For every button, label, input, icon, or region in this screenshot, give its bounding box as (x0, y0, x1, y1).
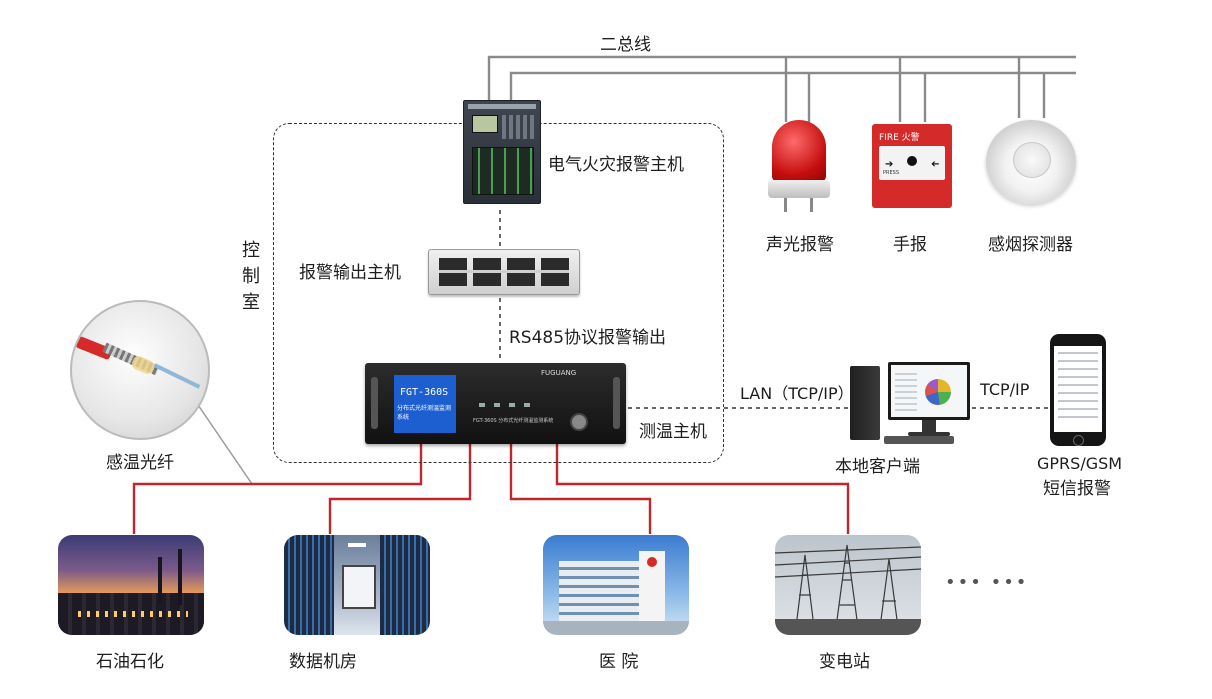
fire-alarm-host-icon (463, 100, 541, 204)
datacenter-label: 数据机房 (289, 652, 357, 672)
alarm-output-host-label: 报警输出主机 (299, 263, 401, 283)
gprs-label-line1: GPRS/GSM (1037, 454, 1123, 473)
petrochem-photo (58, 535, 204, 635)
local-client-pc-icon (850, 362, 972, 446)
datacenter-photo (284, 535, 430, 635)
fiber-label: 感温光纤 (106, 453, 174, 473)
tcpip-label: TCP/IP (980, 380, 1030, 399)
fire-host-label: 电气火灾报警主机 (548, 155, 684, 175)
smoke-detector-icon (986, 120, 1076, 204)
more-ellipsis: ••• ••• (945, 572, 1029, 593)
sound-light-label: 声光报警 (766, 235, 834, 255)
substation-photo (775, 535, 921, 635)
temp-host-label: 测温主机 (639, 422, 707, 442)
siren-icon (768, 120, 830, 216)
bus-label: 二总线 (600, 35, 651, 55)
substation-label: 变电站 (819, 652, 870, 672)
petrochem-label: 石油石化 (96, 652, 164, 672)
smoke-detector-label: 感烟探测器 (988, 235, 1073, 255)
lan-label: LAN（TCP/IP） (740, 384, 854, 403)
gprs-label-line2: 短信报警 (1043, 479, 1111, 499)
manual-call-point-icon: FIRE 火警 ➔ ➔ PRESS (872, 124, 952, 208)
hospital-label: 医 院 (599, 652, 639, 672)
fiber-sensor-closeup (70, 300, 210, 440)
rack-screen: FGT-360S 分布式光纤测温监测系统 (394, 375, 456, 433)
rs485-label: RS485协议报警输出 (509, 328, 667, 348)
manual-alarm-label: 手报 (893, 235, 927, 255)
control-room-label: 控 制 室 (242, 240, 260, 313)
temp-host-rack: FGT-360S 分布式光纤测温监测系统 FUGUANG FGT-360S 分布… (365, 363, 626, 444)
alarm-output-host-icon (428, 249, 580, 295)
local-client-label: 本地客户端 (835, 457, 920, 477)
mobile-phone-icon (1050, 334, 1106, 446)
hospital-photo (543, 535, 689, 635)
